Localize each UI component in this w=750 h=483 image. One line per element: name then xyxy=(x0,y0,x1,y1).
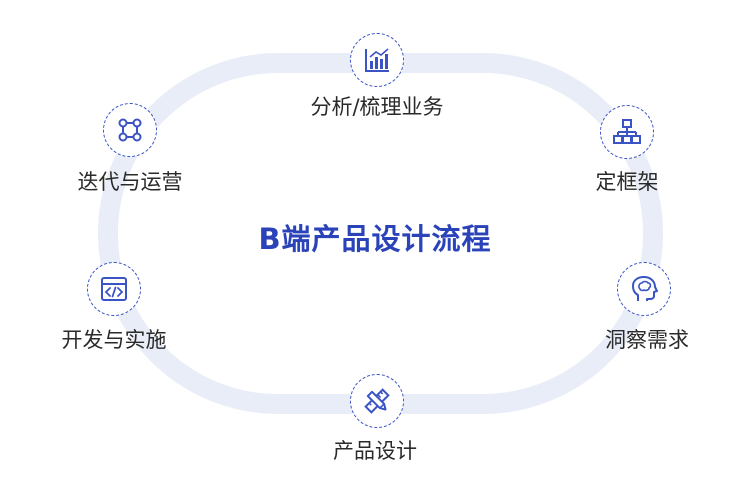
network-nodes-icon xyxy=(118,118,142,142)
diagram-title: B端产品设计流程 xyxy=(258,222,492,256)
step-label-develop: 开发与实施 xyxy=(61,328,167,352)
step-node-iterate xyxy=(103,103,157,157)
step-node-design xyxy=(350,374,404,428)
step-label-analyze: 分析/梳理业务 xyxy=(310,95,444,119)
step-label-iterate: 迭代与运营 xyxy=(77,170,183,194)
step-node-develop xyxy=(87,262,141,316)
step-label-design: 产品设计 xyxy=(333,439,417,463)
code-window-icon xyxy=(101,277,127,301)
sitemap-icon xyxy=(613,119,641,144)
ruler-pencil-icon xyxy=(364,388,390,414)
head-brain-icon xyxy=(632,276,658,301)
bar-chart-icon xyxy=(365,48,389,72)
step-label-insight: 洞察需求 xyxy=(605,328,689,352)
step-node-insight xyxy=(617,262,671,316)
step-node-framework xyxy=(600,105,654,159)
step-label-framework: 定框架 xyxy=(595,170,659,194)
step-node-analyze xyxy=(350,33,404,87)
